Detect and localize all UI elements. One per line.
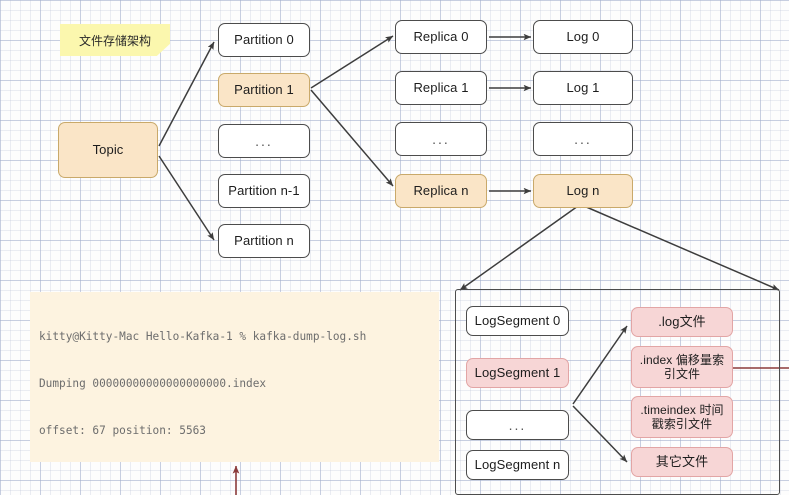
node-partition-1[interactable]: Partition 1 (218, 73, 310, 107)
node-log-segment-ellipsis[interactable]: ... (466, 410, 569, 440)
node-log-ellipsis[interactable]: ... (533, 122, 633, 156)
node-file-timeindex-label: .timeindex 时间 戳索引文件 (640, 402, 724, 431)
edge-logn-panel-right (583, 205, 780, 291)
node-file-timeindex[interactable]: .timeindex 时间 戳索引文件 (631, 396, 733, 438)
node-log-segment-n[interactable]: LogSegment n (466, 450, 569, 480)
node-replica-1[interactable]: Replica 1 (395, 71, 487, 105)
node-log-segment-n-label: LogSegment n (474, 457, 561, 473)
node-log-n[interactable]: Log n (533, 174, 633, 208)
node-log-n-label: Log n (566, 183, 600, 199)
node-replica-0[interactable]: Replica 0 (395, 20, 487, 54)
edge-topic-partition0 (158, 41, 215, 147)
node-log-segment-1[interactable]: LogSegment 1 (466, 358, 569, 388)
edge-topic-partitionn (158, 155, 215, 241)
sticky-note-label: 文件存储架构 (78, 33, 151, 48)
terminal-line-1: offset: 67 position: 5563 (39, 424, 206, 438)
node-replica-n-label: Replica n (413, 183, 469, 199)
edge-logn-panel-left (459, 205, 579, 291)
node-log-segment-0-label: LogSegment 0 (474, 313, 561, 329)
node-partition-0-label: Partition 0 (234, 32, 294, 48)
node-file-other[interactable]: 其它文件 (631, 447, 733, 477)
terminal-line-0: Dumping 00000000000000000000.index (39, 377, 267, 391)
edge-partition1-replica0 (310, 35, 394, 89)
node-partition-ellipsis-label: ... (255, 132, 273, 149)
node-partition-0[interactable]: Partition 0 (218, 23, 310, 57)
sticky-note-file-storage-architecture: 文件存储架构 (60, 24, 170, 56)
node-file-log[interactable]: .log文件 (631, 307, 733, 337)
node-partition-ellipsis[interactable]: ... (218, 124, 310, 158)
node-log-1-label: Log 1 (566, 80, 600, 96)
node-replica-ellipsis-label: ... (432, 130, 450, 147)
node-log-0[interactable]: Log 0 (533, 20, 633, 54)
terminal-prompt-line: kitty@Kitty-Mac Hello-Kafka-1 % kafka-du… (39, 330, 367, 344)
edge-partition1-replican (310, 89, 394, 187)
node-log-segment-ellipsis-label: ... (508, 416, 527, 433)
node-file-index[interactable]: .index 偏移量索 引文件 (631, 346, 733, 388)
node-log-segment-0[interactable]: LogSegment 0 (466, 306, 569, 336)
node-partition-1-label: Partition 1 (234, 82, 294, 98)
node-file-index-label: .index 偏移量索 引文件 (639, 352, 725, 381)
node-log-ellipsis-label: ... (574, 130, 592, 147)
node-topic-label: Topic (92, 142, 124, 158)
node-replica-ellipsis[interactable]: ... (395, 122, 487, 156)
node-replica-n[interactable]: Replica n (395, 174, 487, 208)
node-partition-n[interactable]: Partition n (218, 224, 310, 258)
node-topic[interactable]: Topic (58, 122, 158, 178)
node-replica-0-label: Replica 0 (413, 29, 469, 45)
node-partition-n-minus-1[interactable]: Partition n-1 (218, 174, 310, 208)
node-log-1[interactable]: Log 1 (533, 71, 633, 105)
node-log-segment-1-label: LogSegment 1 (474, 365, 561, 381)
node-log-0-label: Log 0 (566, 29, 600, 45)
terminal-output-block: kitty@Kitty-Mac Hello-Kafka-1 % kafka-du… (30, 292, 439, 462)
node-replica-1-label: Replica 1 (413, 80, 469, 96)
node-partition-n-minus-1-label: Partition n-1 (228, 183, 300, 199)
node-file-other-label: 其它文件 (655, 454, 709, 470)
node-partition-n-label: Partition n (234, 233, 294, 249)
node-file-log-label: .log文件 (658, 314, 706, 330)
